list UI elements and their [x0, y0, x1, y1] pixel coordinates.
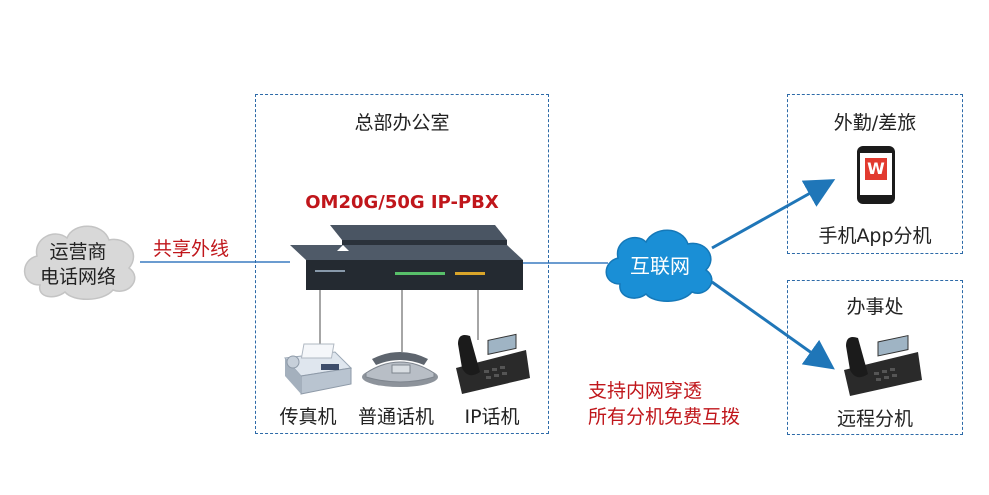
internet-mobile-arrow — [711, 179, 836, 250]
branch-title: 办事处 — [846, 296, 904, 318]
app-logo-icon: W — [865, 158, 887, 180]
remote-ip-phone-icon — [844, 334, 922, 396]
mobile-box — [787, 94, 963, 254]
feature-note-line1: 支持内网穿透 — [588, 380, 703, 402]
carrier-cloud-icon — [23, 225, 136, 300]
branch-device-label: 远程分机 — [836, 408, 914, 430]
mobile-title: 外勤/差旅 — [833, 112, 917, 134]
internet-branch-arrow — [711, 280, 835, 370]
ip-phone-label: IP话机 — [464, 406, 520, 428]
pbx-model-label: OM20G/50G IP-PBX — [305, 192, 499, 213]
smartphone-icon: W — [857, 146, 895, 204]
ip-phone-icon — [456, 333, 530, 394]
fax-label: 传真机 — [279, 406, 337, 428]
hq-office-box — [255, 94, 549, 434]
feature-note-line2: 所有分机免费互拨 — [588, 406, 741, 428]
carrier-label-line2: 电话网络 — [39, 266, 117, 288]
analog-phone-label: 普通话机 — [357, 406, 435, 428]
internet-cloud-icon — [605, 229, 713, 302]
analog-phone-icon — [362, 352, 438, 387]
trunk-label: 共享外线 — [153, 238, 230, 260]
branch-box — [787, 280, 963, 435]
mobile-device-label: 手机App分机 — [818, 225, 932, 247]
internet-label: 互联网 — [630, 254, 690, 278]
hq-title: 总部办公室 — [354, 112, 450, 134]
carrier-label-line1: 运营商 — [49, 241, 107, 263]
pbx-device-icon — [290, 225, 523, 290]
fax-machine-icon — [283, 343, 353, 395]
